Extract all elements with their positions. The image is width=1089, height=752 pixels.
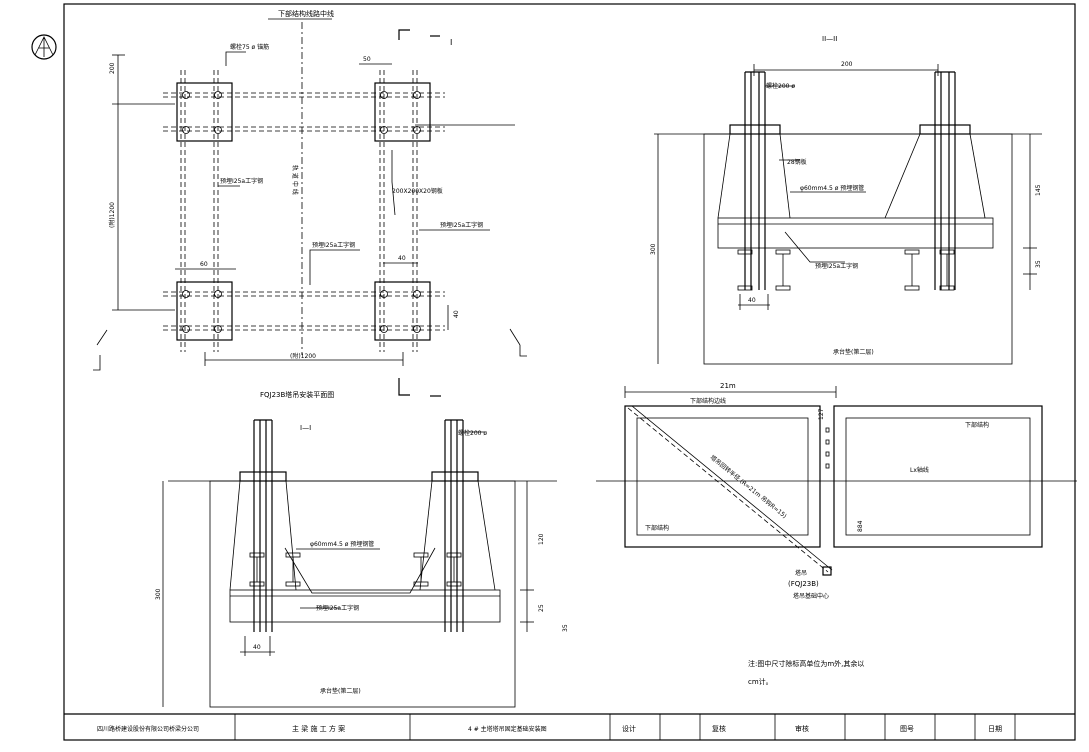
plan-dim-1200-bottom: (附)1200 (290, 352, 316, 360)
sec2-label-bolt: 螺栓200 ø (766, 82, 795, 90)
tb-company: 四川路桥建设股份有限公司桥梁分公司 (97, 725, 199, 733)
plan-dim-1200-side: (附)1200 (108, 202, 116, 228)
sec2-concrete-block (703, 133, 1013, 365)
sec2-label-i25: 预埋I25a工字钢 (815, 262, 858, 270)
plan-dim-40a: 40 (398, 255, 406, 262)
plan-caption: FQJ23B塔吊安装平面图 (260, 390, 334, 399)
sec2-title: II—II (822, 35, 837, 43)
layout-dim-884: 884 (857, 520, 864, 532)
plan-label-i25-b: 预埋I25a工字钢 (440, 221, 483, 229)
sec2-dim-145: 145 (1035, 184, 1042, 196)
base-plate-bl (176, 281, 233, 341)
base-plate-tr (374, 82, 431, 142)
sec2-label-tube: φ60mm4.5 ø 预埋钢管 (800, 184, 864, 192)
company-logo (31, 34, 57, 60)
sheet-border (63, 3, 1076, 741)
plan-label-plate: 200X200X20钢板 (392, 187, 443, 195)
tb-review: 复核 (712, 724, 726, 733)
sec1-label-tube: φ60mm4.5 ø 预埋钢管 (310, 540, 374, 548)
plan-dim-60: 60 (200, 261, 208, 268)
sec2-dim-200: 200 (841, 61, 853, 68)
sec2-dim-40: 40 (748, 297, 756, 304)
sec1-dim-120: 120 (538, 533, 545, 545)
layout-note-2: cm计。 (748, 677, 773, 686)
tb-date: 日期 (988, 725, 1002, 733)
sec1-label-bolt: 螺栓200 ø (458, 429, 487, 437)
layout-dim-127: 127 (818, 408, 825, 420)
base-plate-tl (176, 82, 233, 142)
sec1-caption: 承台垫(第二层) (320, 687, 361, 695)
plan-label-vertical: 轨 道 中 线 (291, 165, 299, 195)
plan-label-i25-a: 预埋I25a工字钢 (220, 177, 263, 185)
sec1-dim-40: 40 (253, 644, 261, 651)
layout-box1-top: 下部结构边线 (690, 397, 726, 405)
sec2-caption: 承台垫(第二层) (833, 348, 874, 356)
plan-label-i25-c: 预埋I25a工字钢 (312, 241, 355, 249)
sec1-label-i25: 预埋I25a工字钢 (316, 604, 359, 612)
plan-label-bolt: 螺栓75 ø 锚筋 (230, 43, 269, 51)
section-1-1: I—I 螺栓200 ø (155, 419, 569, 708)
layout-structure-left (624, 405, 821, 548)
layout-crane-2: (FQJ23B) (788, 580, 819, 588)
layout-structure-right (833, 405, 1043, 548)
layout-box2-top: 下部结构 (965, 421, 989, 429)
layout-dim-21m: 21m (720, 382, 736, 390)
plan-dim-200: 200 (109, 62, 116, 74)
tb-approve: 审核 (795, 724, 809, 733)
crane-base-marker (822, 566, 832, 576)
layout-note-1: 注:图中尺寸除标高单位为m外,其余以 (748, 659, 864, 668)
plan-view: 下部结构线路中线 I (93, 9, 527, 399)
sec2-dim-35: 35 (1035, 260, 1042, 268)
layout-crane-3: 塔吊基础中心 (793, 592, 829, 600)
sec1-concrete-block (209, 480, 516, 708)
sec1-title: I—I (300, 424, 311, 432)
title-block: 四川路桥建设股份有限公司桥梁分公司 主 梁 施 工 方 案 4 # 主塔塔吊固定… (64, 713, 1075, 740)
sec1-dim-300: 300 (155, 588, 162, 600)
plan-section-mark: I (450, 38, 452, 47)
tb-design: 设计 (622, 724, 636, 733)
plan-dim-40b: 40 (453, 310, 460, 318)
sec1-dim-35: 35 (562, 624, 569, 632)
layout-box1-bottom: 下部结构 (645, 524, 669, 532)
base-plate-br (374, 281, 431, 341)
sec2-dim-300: 300 (650, 243, 657, 255)
plan-top-label: 下部结构线路中线 (278, 9, 334, 18)
tb-drawing-no: 图号 (900, 725, 914, 733)
layout-box2-mid: Lx轴线 (910, 466, 929, 474)
layout-crane-1: 塔吊 (795, 569, 807, 577)
plan-dim-50: 50 (363, 56, 371, 63)
sec1-dim-25: 25 (538, 604, 545, 612)
tb-drawing: 4 # 主塔塔吊固定基础安装图 (468, 725, 547, 733)
tb-project: 主 梁 施 工 方 案 (292, 724, 345, 733)
sec2-label-rib: 28钢板 (787, 158, 807, 166)
section-2-2: II—II 200 (650, 35, 1042, 365)
